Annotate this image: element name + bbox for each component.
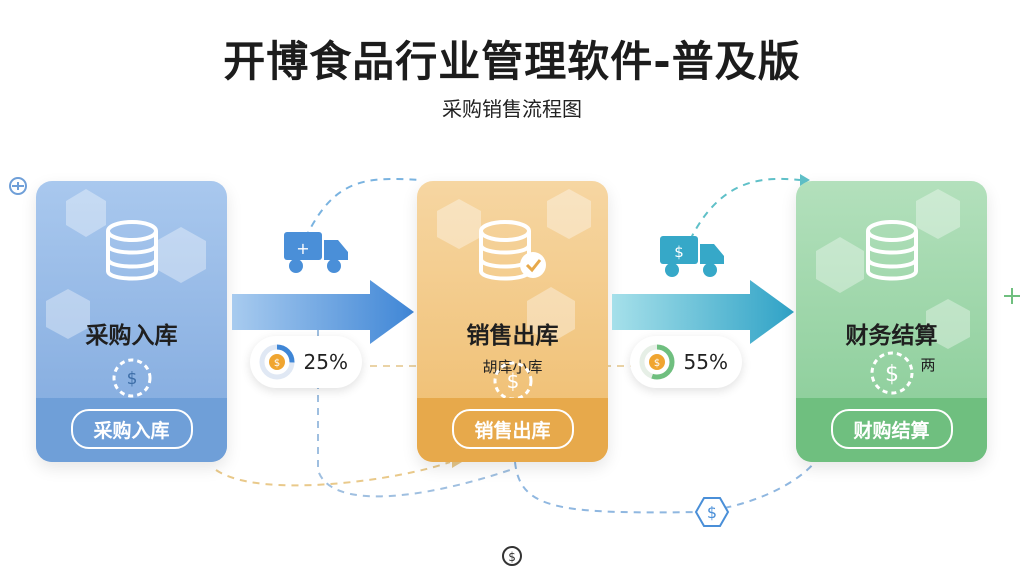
svg-text:$: $ <box>674 243 684 261</box>
progress-ring-icon: $ <box>639 344 675 380</box>
stage-card-sales[interactable]: 销售出库 胡库小库 $ 销售出库 <box>417 181 608 462</box>
svg-text:$: $ <box>885 362 899 387</box>
stage-card-purchase[interactable]: 采购入库 $ 采购入库 <box>36 181 227 462</box>
page-title: 开博食品行业管理软件-普及版 <box>223 37 801 86</box>
progress-badge-2: $ 55% <box>630 336 742 388</box>
connector-low <box>514 461 816 514</box>
svg-text:$: $ <box>274 358 280 369</box>
dollar-coin-icon: $ <box>502 546 522 566</box>
funnel-coin-icon: $ <box>112 358 151 398</box>
svg-text:$: $ <box>707 503 717 522</box>
hex-pattern <box>46 189 206 339</box>
hex-pattern <box>437 189 591 343</box>
stage-label: 财务结算 <box>845 323 938 349</box>
svg-text:$: $ <box>508 550 516 564</box>
dollar-hex-icon: $ <box>694 497 730 527</box>
card-footer: 财购结算 <box>796 398 987 462</box>
database-icon <box>105 220 158 281</box>
card-footer: 销售出库 <box>417 398 608 462</box>
flow-arrow-1 <box>232 280 414 344</box>
svg-text:$: $ <box>654 358 660 369</box>
page-subtitle: 采购销售流程图 <box>442 97 582 121</box>
svg-text:$: $ <box>506 369 519 393</box>
progress-value: 55% <box>683 350 728 374</box>
truck-icon: + <box>284 232 348 273</box>
stage-pill-button[interactable]: 销售出库 <box>451 409 574 449</box>
database-icon <box>865 220 918 281</box>
airplane-icon <box>9 177 27 195</box>
card-footer: 采购入库 <box>36 398 227 462</box>
progress-value: 25% <box>303 350 348 374</box>
plus-icon <box>1004 288 1020 304</box>
truck-dollar-icon: $ <box>660 236 724 277</box>
stage-sublabel: 两 <box>920 356 936 374</box>
stage-label: 采购入库 <box>85 323 178 349</box>
database-check-icon <box>478 220 546 281</box>
dollar-coin-icon: $ <box>870 351 913 395</box>
connector-bottom <box>215 461 451 487</box>
progress-badge-1: $ 25% <box>250 336 362 388</box>
stage-pill-button[interactable]: 财购结算 <box>830 409 953 449</box>
flow-arrow-2 <box>612 280 794 344</box>
progress-ring-icon: $ <box>259 344 295 380</box>
stage-label: 销售出库 <box>466 323 559 349</box>
stage-card-finance[interactable]: 财务结算 $ 两 财购结算 <box>796 181 987 462</box>
hex-pattern <box>816 189 970 349</box>
dollar-coin-icon: $ <box>493 361 532 401</box>
svg-text:+: + <box>296 239 309 258</box>
stage-pill-button[interactable]: 采购入库 <box>70 409 193 449</box>
svg-text:$: $ <box>126 369 137 389</box>
